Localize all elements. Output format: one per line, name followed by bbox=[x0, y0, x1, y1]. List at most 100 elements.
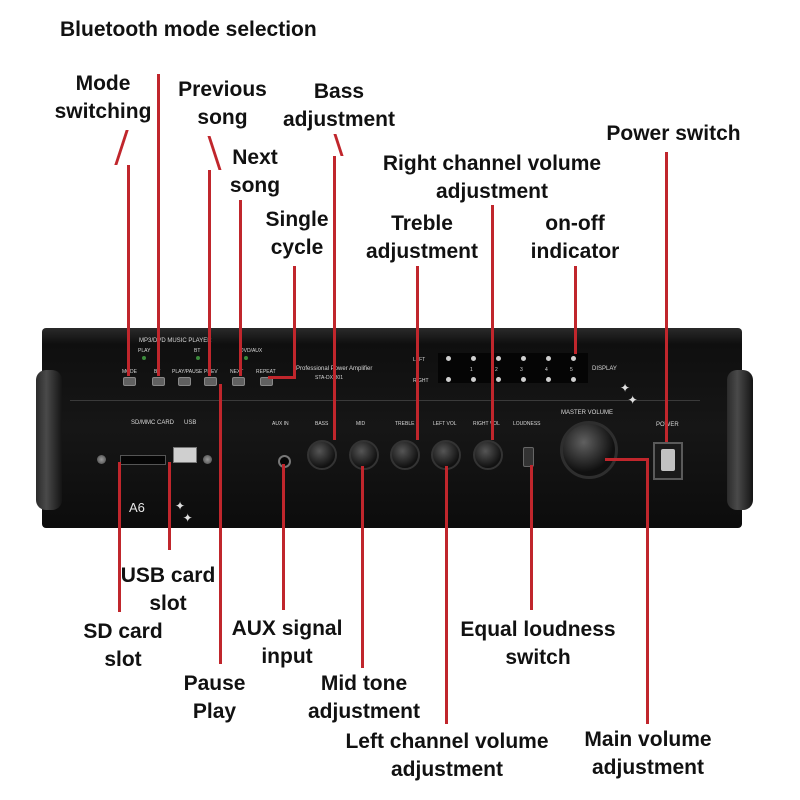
sd-card-slot[interactable] bbox=[120, 455, 166, 465]
panel-screw bbox=[203, 455, 212, 464]
callout-previous-song: Previous song bbox=[178, 78, 267, 129]
bird-logo-icon: ✦ ✦ bbox=[620, 381, 638, 407]
callout-left-channel: Left channel volume adjustment bbox=[345, 730, 549, 781]
play-led bbox=[142, 356, 146, 360]
usb-label: USB bbox=[184, 420, 197, 426]
meter-led bbox=[521, 356, 526, 361]
bt-button[interactable] bbox=[152, 377, 165, 386]
leader-main-vol-b bbox=[646, 458, 649, 724]
callout-single-cycle: Single cycle bbox=[265, 208, 329, 259]
leader-usb bbox=[168, 462, 171, 550]
leader-power bbox=[665, 152, 668, 442]
leader-mid bbox=[361, 466, 364, 668]
meter-led bbox=[471, 377, 476, 382]
dvd-aux-led-label: DVD/AUX bbox=[240, 348, 263, 354]
panel-divider bbox=[70, 400, 700, 401]
repeat-button[interactable] bbox=[260, 377, 273, 386]
callout-aux-input: AUX signal input bbox=[231, 617, 343, 668]
play-pause-button[interactable] bbox=[178, 377, 191, 386]
mid-label: MID bbox=[356, 421, 366, 427]
bt-led bbox=[196, 356, 200, 360]
display-left-label: LEFT bbox=[413, 357, 426, 363]
callout-mid-tone: Mid tone adjustment bbox=[307, 672, 420, 723]
meter-led bbox=[546, 356, 551, 361]
meter-led bbox=[496, 356, 501, 361]
callout-onoff: on-off indicator bbox=[530, 212, 620, 263]
callout-mode-switching: Mode switching bbox=[54, 72, 152, 123]
model-label: A6 bbox=[129, 500, 145, 515]
left-rack-handle bbox=[36, 370, 62, 510]
leader-mode-a bbox=[114, 130, 129, 165]
meter-number: 1 bbox=[470, 367, 473, 373]
play-led-label: PLAY bbox=[138, 348, 151, 354]
leader-next bbox=[239, 200, 242, 376]
loudness-label: LOUDNESS bbox=[513, 421, 541, 427]
dvd-aux-led bbox=[244, 356, 248, 360]
leader-single-a bbox=[293, 266, 296, 378]
leader-sd bbox=[118, 462, 121, 612]
master-volume-knob[interactable] bbox=[560, 421, 618, 479]
meter-led bbox=[546, 377, 551, 382]
bt-led-label: BT bbox=[194, 348, 201, 354]
loudness-switch[interactable] bbox=[523, 447, 534, 467]
leader-bluetooth bbox=[157, 74, 160, 376]
leader-onoff bbox=[574, 266, 577, 354]
left-vol-label: LEFT VOL bbox=[433, 421, 457, 427]
sd-card-label: SD/MMC CARD bbox=[131, 420, 174, 426]
next-button[interactable] bbox=[232, 377, 245, 386]
level-display bbox=[438, 353, 588, 383]
treble-knob[interactable] bbox=[390, 440, 420, 470]
leader-main-vol-a bbox=[605, 458, 649, 461]
leader-treble bbox=[416, 266, 419, 440]
repeat-button-label: REPEAT bbox=[256, 369, 276, 375]
callout-treble: Treble adjustment bbox=[365, 212, 478, 263]
power-switch[interactable] bbox=[653, 442, 683, 480]
right-rack-handle bbox=[727, 370, 753, 510]
mode-button[interactable] bbox=[123, 377, 136, 386]
callout-right-channel: Right channel volume adjustment bbox=[382, 152, 602, 203]
mid-knob[interactable] bbox=[349, 440, 379, 470]
next-button-label: NEXT bbox=[230, 369, 244, 375]
meter-led bbox=[446, 356, 451, 361]
callout-usb-slot: USB card slot bbox=[120, 564, 216, 615]
player-title: MP3/DVD MUSIC PLAYER bbox=[139, 338, 212, 344]
play-pause-button-label: PLAY/PAUSE bbox=[172, 369, 203, 375]
leader-loudness bbox=[530, 465, 533, 610]
leader-left-channel bbox=[445, 466, 448, 724]
callout-pause-play: Pause Play bbox=[183, 672, 246, 723]
callout-equal-loudness: Equal loudness switch bbox=[460, 618, 616, 669]
leader-pause-play bbox=[219, 384, 222, 664]
leader-single-b bbox=[268, 376, 296, 379]
bass-knob[interactable] bbox=[307, 440, 337, 470]
leader-aux bbox=[282, 464, 285, 610]
meter-number: 5 bbox=[570, 367, 573, 373]
leader-mode-b bbox=[127, 165, 130, 376]
display-right-label: RIGHT bbox=[413, 378, 429, 384]
leader-prev-b bbox=[208, 170, 211, 376]
display-label: DISPLAY bbox=[592, 366, 617, 372]
leader-bass-a bbox=[333, 134, 344, 156]
leader-bass-b bbox=[333, 156, 336, 440]
callout-main-volume: Main volume adjustment bbox=[584, 728, 712, 779]
prev-button[interactable] bbox=[204, 377, 217, 386]
meter-led bbox=[496, 377, 501, 382]
meter-led bbox=[471, 356, 476, 361]
callout-bass: Bass adjustment bbox=[282, 80, 395, 131]
right-volume-knob[interactable] bbox=[473, 440, 503, 470]
callout-sd-slot: SD card slot bbox=[83, 620, 163, 671]
usb-port[interactable] bbox=[173, 447, 197, 463]
callout-power-switch: Power switch bbox=[606, 122, 741, 145]
bird-logo-icon: ✦ ✦ bbox=[175, 499, 193, 525]
right-vol-label: RIGHT VOL bbox=[473, 421, 500, 427]
meter-number: 2 bbox=[495, 367, 498, 373]
model-number: STA-DX-301 bbox=[315, 375, 343, 381]
power-rocker bbox=[661, 449, 675, 471]
panel-screw bbox=[97, 455, 106, 464]
bass-label: BASS bbox=[315, 421, 329, 427]
meter-led bbox=[521, 377, 526, 382]
meter-number: 3 bbox=[520, 367, 523, 373]
treble-label: TREBLE bbox=[395, 421, 415, 427]
left-volume-knob[interactable] bbox=[431, 440, 461, 470]
callout-next-song: Next song bbox=[229, 146, 281, 197]
